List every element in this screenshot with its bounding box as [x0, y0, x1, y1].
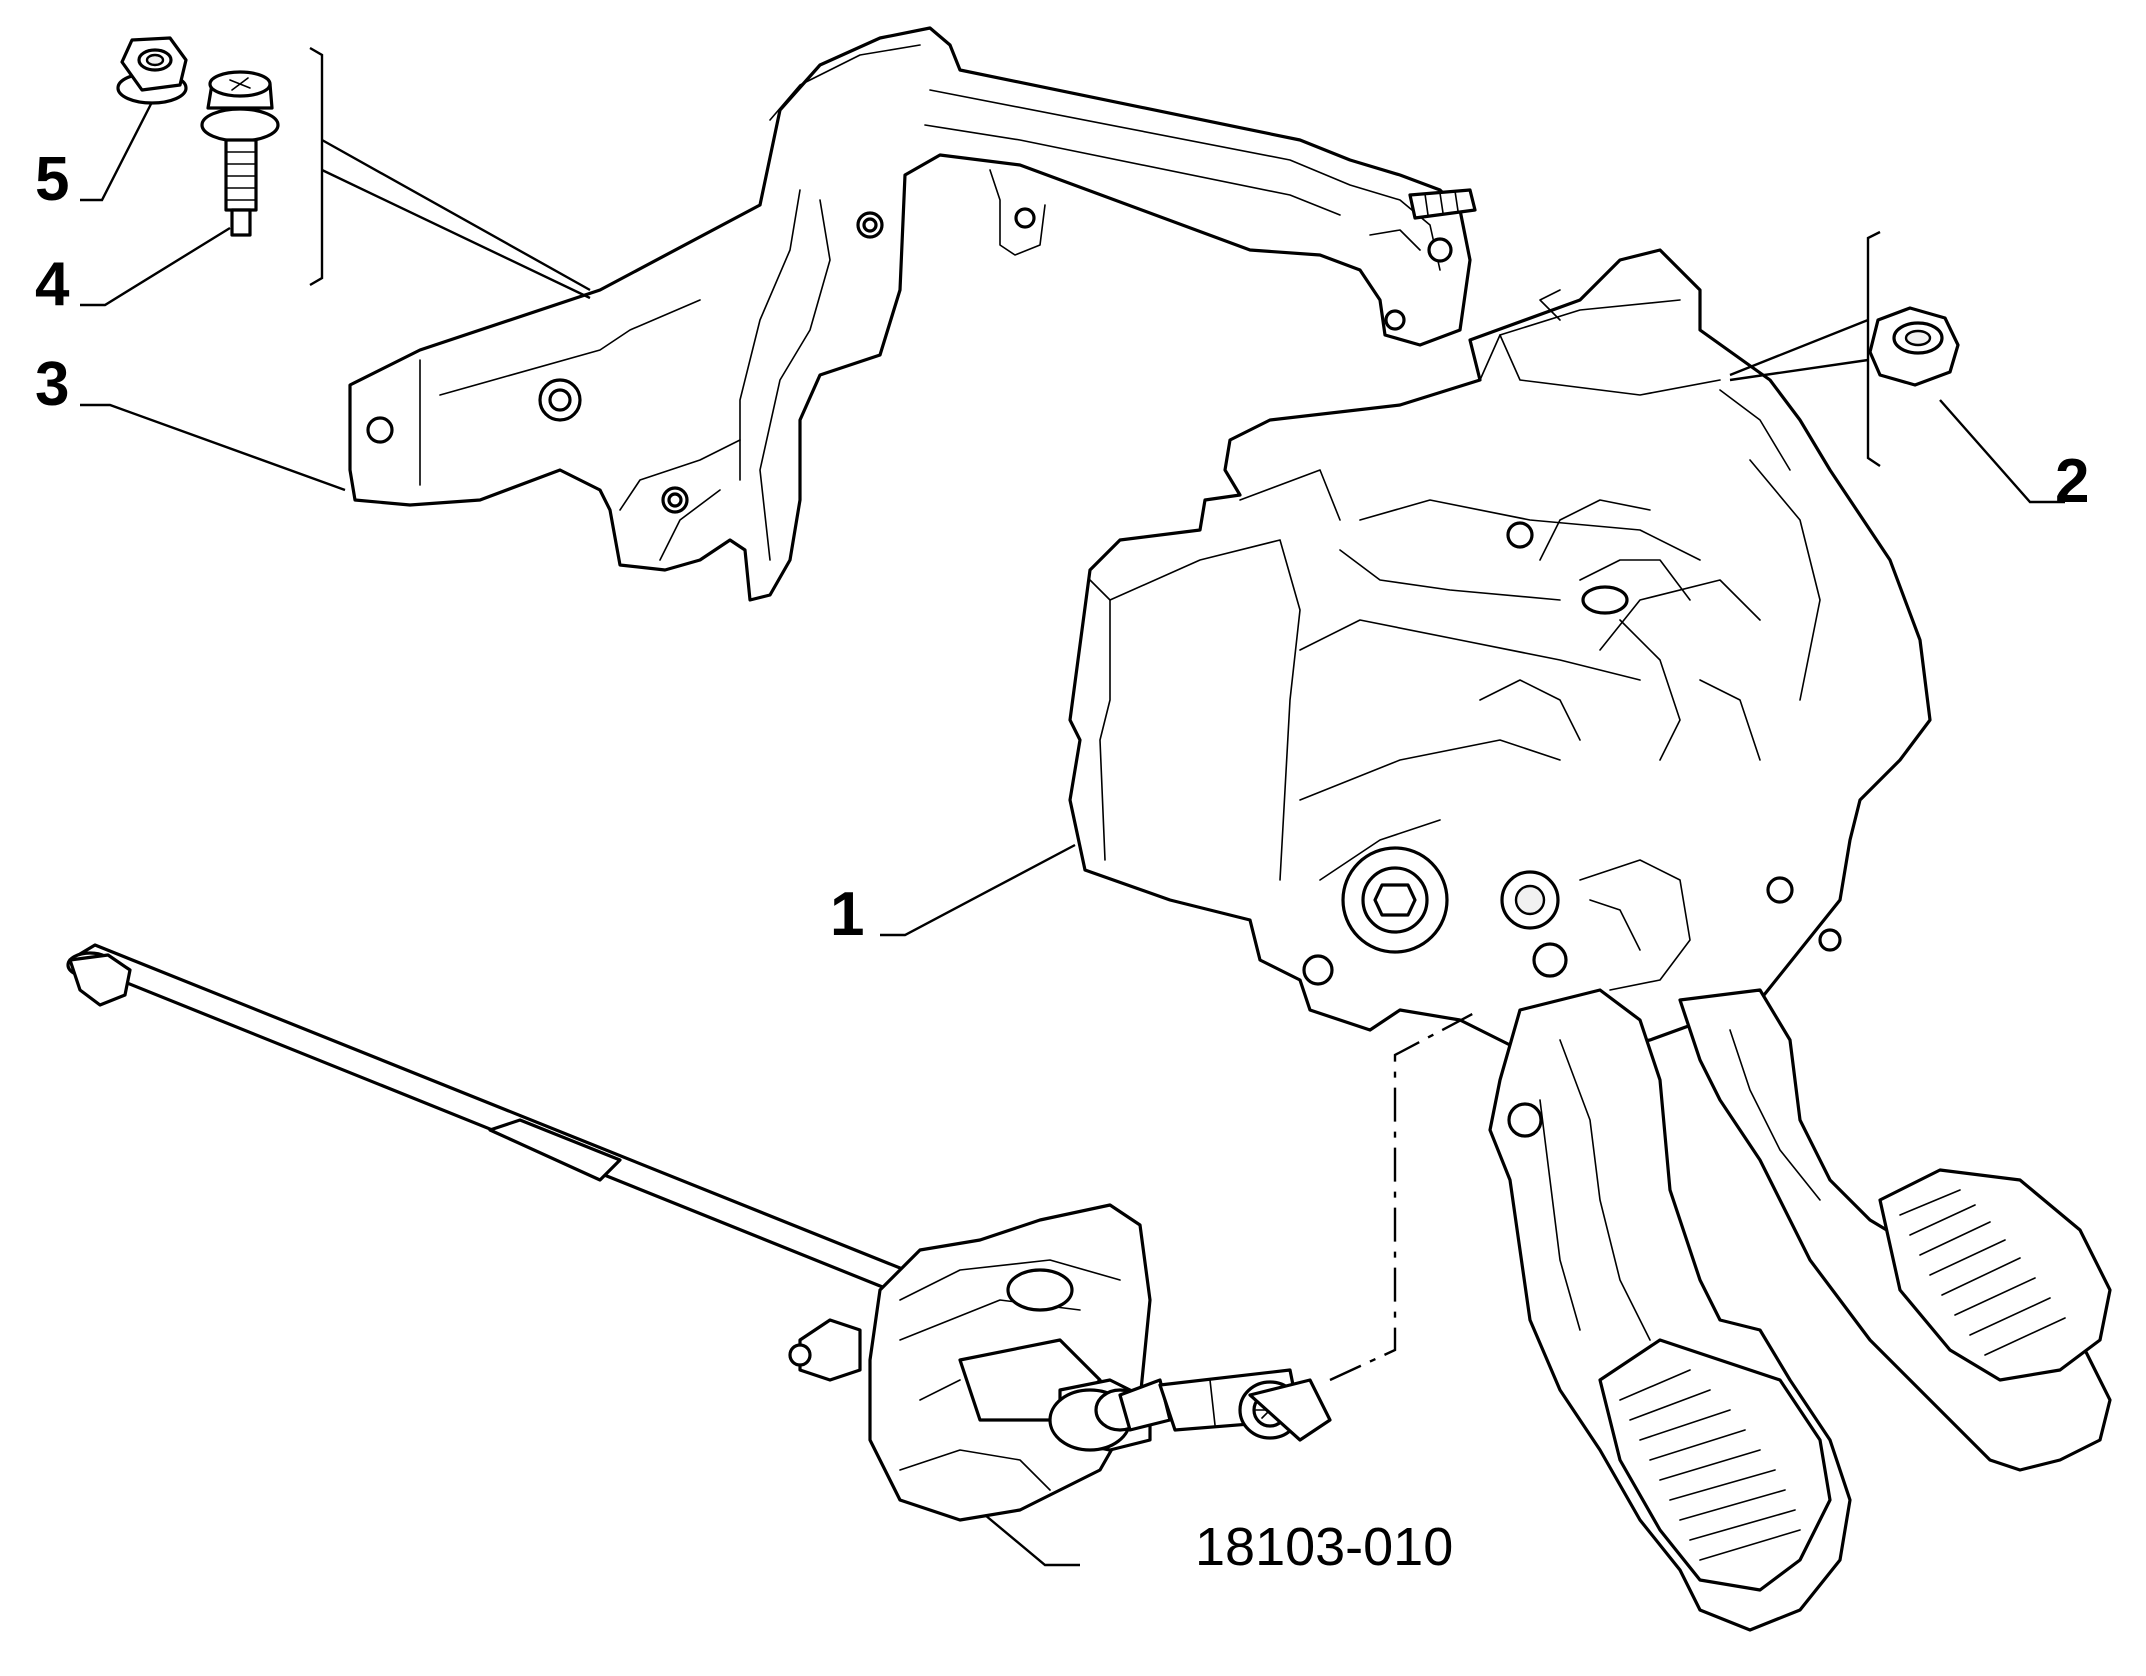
callout-labels: 1 2 3 4 5 18103-010 — [35, 145, 2089, 1577]
flange-nut-2[interactable] — [1868, 306, 1960, 387]
callout-4: 4 — [35, 250, 70, 319]
flange-nut-5[interactable] — [116, 36, 188, 105]
support-bracket-part[interactable] — [348, 26, 1477, 602]
callout-3: 3 — [35, 350, 69, 419]
clutch-master-cylinder-part[interactable] — [66, 943, 1332, 1522]
callout-2: 2 — [2055, 447, 2089, 516]
leader-lines — [80, 46, 2065, 1567]
callout-5: 5 — [35, 145, 69, 214]
callout-1: 1 — [830, 880, 864, 949]
flange-screw-4[interactable] — [200, 70, 280, 237]
pedal-box-assembly-part[interactable] — [1068, 248, 2112, 1632]
reference-code-label: 18103-010 — [1195, 1517, 1453, 1577]
